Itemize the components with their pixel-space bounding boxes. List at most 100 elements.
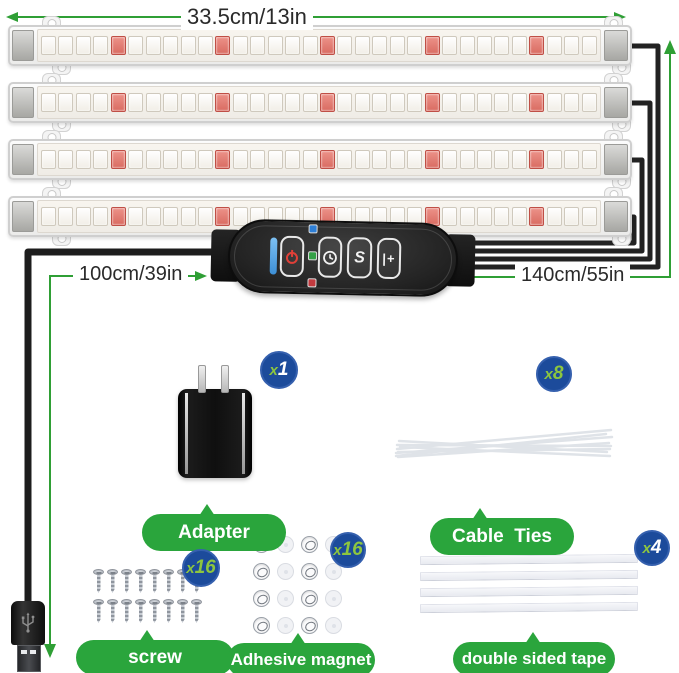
- screws-label-pill: screw: [76, 630, 234, 673]
- screw-head: [93, 599, 104, 605]
- white-led: [494, 150, 510, 169]
- strip-cable-length-label: 140cm/55in: [515, 264, 631, 287]
- red-led: [529, 93, 545, 112]
- white-led: [232, 36, 248, 55]
- magnet-item: [301, 617, 318, 634]
- screw-shank: [96, 575, 101, 593]
- white-led: [250, 93, 266, 112]
- red-led: [320, 150, 335, 169]
- white-led: [93, 36, 109, 55]
- usb-cable: [24, 248, 236, 604]
- count-number: 1: [277, 359, 289, 380]
- white-led: [546, 150, 562, 169]
- light-strip-2: [8, 73, 632, 132]
- white-led: [511, 93, 527, 112]
- screw-shank: [180, 605, 185, 623]
- white-led: [302, 150, 318, 169]
- strip-endcap: [12, 201, 34, 232]
- cable-ties: [394, 428, 614, 459]
- strip-endcap: [604, 30, 628, 61]
- arrow-right-icon: [195, 271, 207, 281]
- arrow-left-icon: [6, 12, 18, 22]
- white-led: [494, 207, 510, 226]
- screw-head: [163, 569, 174, 575]
- screw-head: [93, 569, 104, 575]
- red-led: [110, 150, 126, 169]
- white-led: [581, 150, 597, 169]
- adapter-prong: [221, 365, 229, 393]
- white-led: [372, 150, 388, 169]
- screw-item: [134, 599, 147, 626]
- screw-shank: [124, 605, 129, 623]
- white-led: [58, 93, 74, 112]
- usb-plug: [11, 601, 47, 672]
- white-led: [232, 150, 248, 169]
- screw-shank: [152, 575, 157, 593]
- white-led: [58, 207, 74, 226]
- screw-head: [135, 599, 146, 605]
- magnet-item: [301, 563, 318, 580]
- white-led: [354, 93, 370, 112]
- white-led: [145, 207, 161, 226]
- white-led: [75, 36, 91, 55]
- white-led: [93, 207, 109, 226]
- white-led: [285, 150, 301, 169]
- red-led: [529, 207, 545, 226]
- white-led: [511, 36, 527, 55]
- adhesive-pad-item: [325, 590, 342, 607]
- s-curve-arrow-icon: S: [353, 248, 366, 266]
- indicator-bar: [269, 237, 278, 275]
- white-led: [546, 207, 562, 226]
- white-led: [145, 36, 161, 55]
- white-led: [354, 150, 370, 169]
- magnet-item: [253, 617, 270, 634]
- magnets-label-pill: Adhesive magnet: [227, 633, 375, 673]
- screw-head: [121, 569, 132, 575]
- screw-head: [121, 599, 132, 605]
- white-led: [564, 93, 580, 112]
- strip-length-label: 33.5cm/13in: [181, 4, 313, 30]
- white-led: [232, 93, 248, 112]
- white-led: [197, 93, 213, 112]
- white-led: [163, 150, 179, 169]
- white-led: [93, 150, 109, 169]
- screw-item: [162, 599, 175, 626]
- usb-metal-tip: [17, 645, 41, 672]
- magnet-item: [253, 590, 270, 607]
- adapter-label-pill: Adapter: [142, 504, 286, 551]
- usb-trident-icon: [21, 612, 35, 633]
- white-led: [337, 93, 353, 112]
- red-led: [424, 93, 440, 112]
- white-led: [564, 150, 580, 169]
- white-led: [564, 207, 580, 226]
- white-led: [476, 150, 492, 169]
- screw-item: [134, 569, 147, 596]
- timer-clock-icon: [323, 250, 337, 265]
- led-track: [37, 86, 601, 119]
- white-led: [476, 207, 492, 226]
- white-led: [442, 207, 458, 226]
- screw-item: [92, 569, 105, 596]
- screw-head: [191, 599, 202, 605]
- strip-housing: [8, 139, 632, 180]
- white-led: [581, 207, 597, 226]
- dimmer-button: |+: [376, 237, 402, 280]
- tape-label: double sided tape: [461, 649, 607, 668]
- screw-shank: [124, 575, 129, 593]
- adapter-label: Adapter: [178, 521, 250, 543]
- white-led: [407, 150, 423, 169]
- white-led: [180, 93, 196, 112]
- white-led: [250, 150, 266, 169]
- screw-shank: [138, 575, 143, 593]
- white-led: [75, 93, 91, 112]
- red-led: [424, 36, 440, 55]
- white-led: [581, 93, 597, 112]
- red-led: [215, 207, 231, 226]
- strip-endcap: [604, 87, 628, 118]
- screw-item: [190, 599, 203, 626]
- white-led: [389, 93, 405, 112]
